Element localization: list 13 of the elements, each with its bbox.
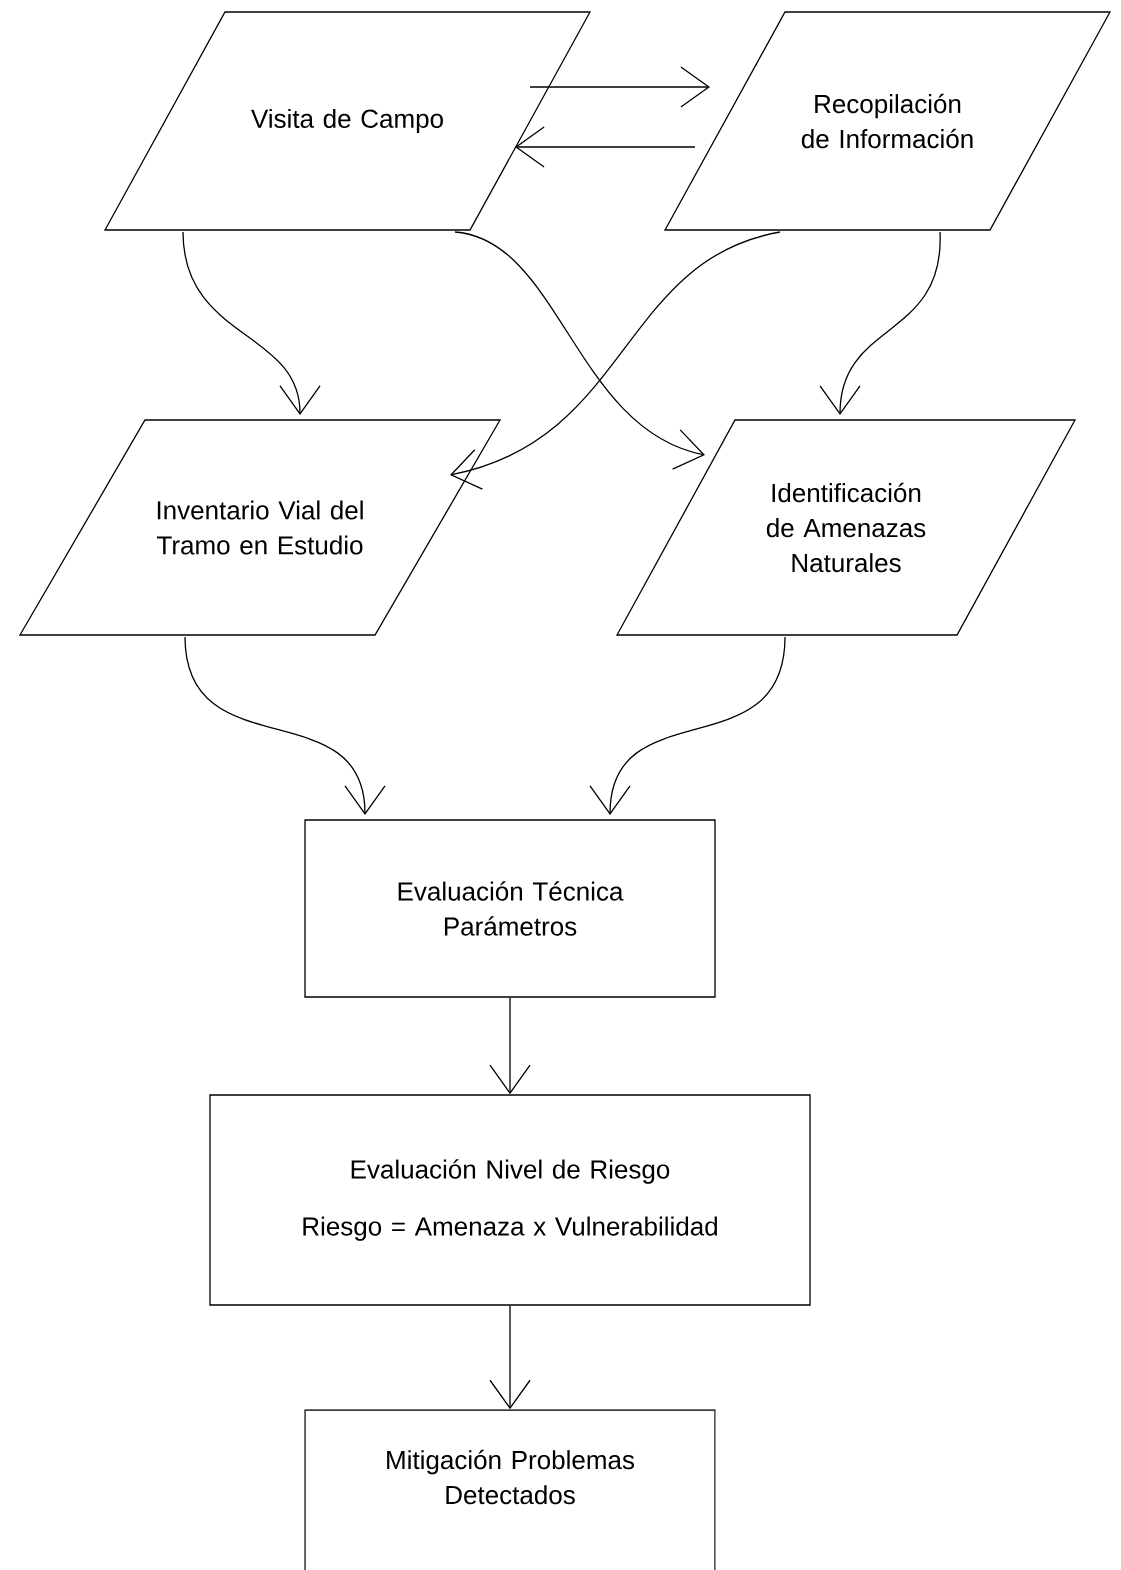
- arrow: [819, 231, 941, 415]
- arrow: [515, 126, 696, 168]
- process-box: Evaluación Nivel de Riesgo Riesgo = Amenaza x Vulnerabilidad: [209, 1094, 811, 1306]
- arrow: [589, 636, 786, 815]
- arrow: [454, 231, 705, 470]
- process-box: Mitigación Problemas Detectados: [304, 1409, 716, 1570]
- arrow: [489, 1305, 531, 1410]
- process-box: Evaluación Técnica Parámetros: [304, 819, 716, 998]
- arrow: [529, 66, 710, 108]
- arrow: [489, 997, 531, 1095]
- arrow: [450, 231, 781, 490]
- arrow: [184, 636, 386, 815]
- arrow: [182, 231, 321, 415]
